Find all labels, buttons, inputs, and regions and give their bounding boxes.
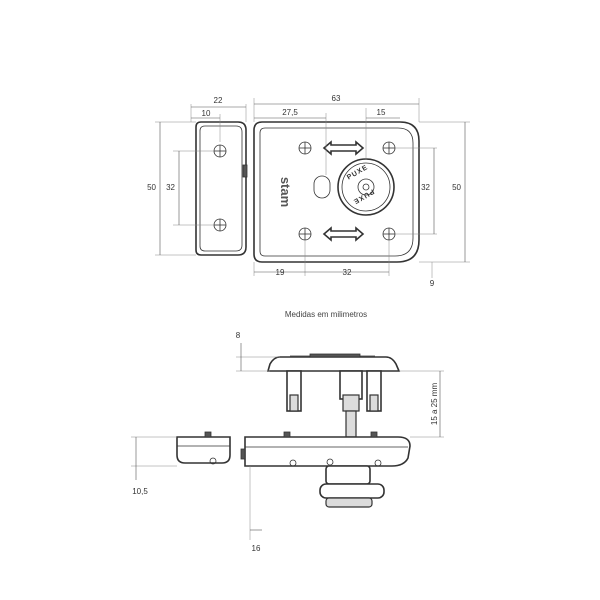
- knob-cap: [266, 356, 401, 372]
- strike-plate: [195, 121, 248, 256]
- dim-strike-height: 50: [147, 183, 156, 192]
- dim-strike-width: 22: [214, 96, 223, 105]
- body-screw-4-icon: [382, 227, 396, 241]
- dim-knob-thickness: 8: [236, 331, 241, 340]
- dim-strike-hole-spacing: 32: [166, 183, 175, 192]
- base-plate-side: [244, 436, 411, 467]
- shaft: [345, 410, 357, 438]
- top-view: stam PUXE PUXE: [147, 94, 470, 288]
- dim-strike-hole-offset: 10: [202, 109, 211, 118]
- drawing-caption: Medidas em milimetros: [285, 310, 367, 319]
- dim-body-height: 50: [452, 183, 461, 192]
- dim-body-width: 63: [332, 94, 341, 103]
- double-arrow-bottom-icon: [322, 226, 365, 242]
- dim-body-hole-spacing-v: 32: [421, 183, 430, 192]
- body-screw-3-icon: [298, 227, 312, 241]
- bottom-knob: [325, 465, 371, 485]
- strike-block-side: [176, 436, 231, 464]
- side-view: 8 15 a 25 mm 10,5 16: [131, 331, 444, 553]
- dim-edge-offset: 9: [430, 279, 435, 288]
- strike-screw-top-icon: [213, 144, 227, 158]
- body-screw-2-icon: [382, 141, 396, 155]
- body-screw-1-icon: [298, 141, 312, 155]
- dim-strike-thickness: 10,5: [132, 487, 148, 496]
- knob: PUXE PUXE: [337, 158, 395, 216]
- double-arrow-top-icon: [322, 140, 365, 156]
- dim-body-left-to-hole: 19: [276, 268, 285, 277]
- dim-bolt-offset: 16: [252, 544, 261, 553]
- dim-knob-to-right: 15: [377, 108, 386, 117]
- side-view-dimensions: 8 15 a 25 mm 10,5 16: [131, 331, 444, 553]
- top-view-dimensions: 22 10 50 32 63 27,5 15: [147, 94, 470, 288]
- dim-body-hole-spacing-h: 32: [343, 268, 352, 277]
- brand-logo: stam: [278, 177, 293, 207]
- dim-body-left-to-knob: 27,5: [282, 108, 298, 117]
- latch-body: stam PUXE PUXE: [253, 121, 420, 263]
- strike-screw-bottom-icon: [213, 218, 227, 232]
- dim-door-range: 15 a 25 mm: [430, 383, 439, 426]
